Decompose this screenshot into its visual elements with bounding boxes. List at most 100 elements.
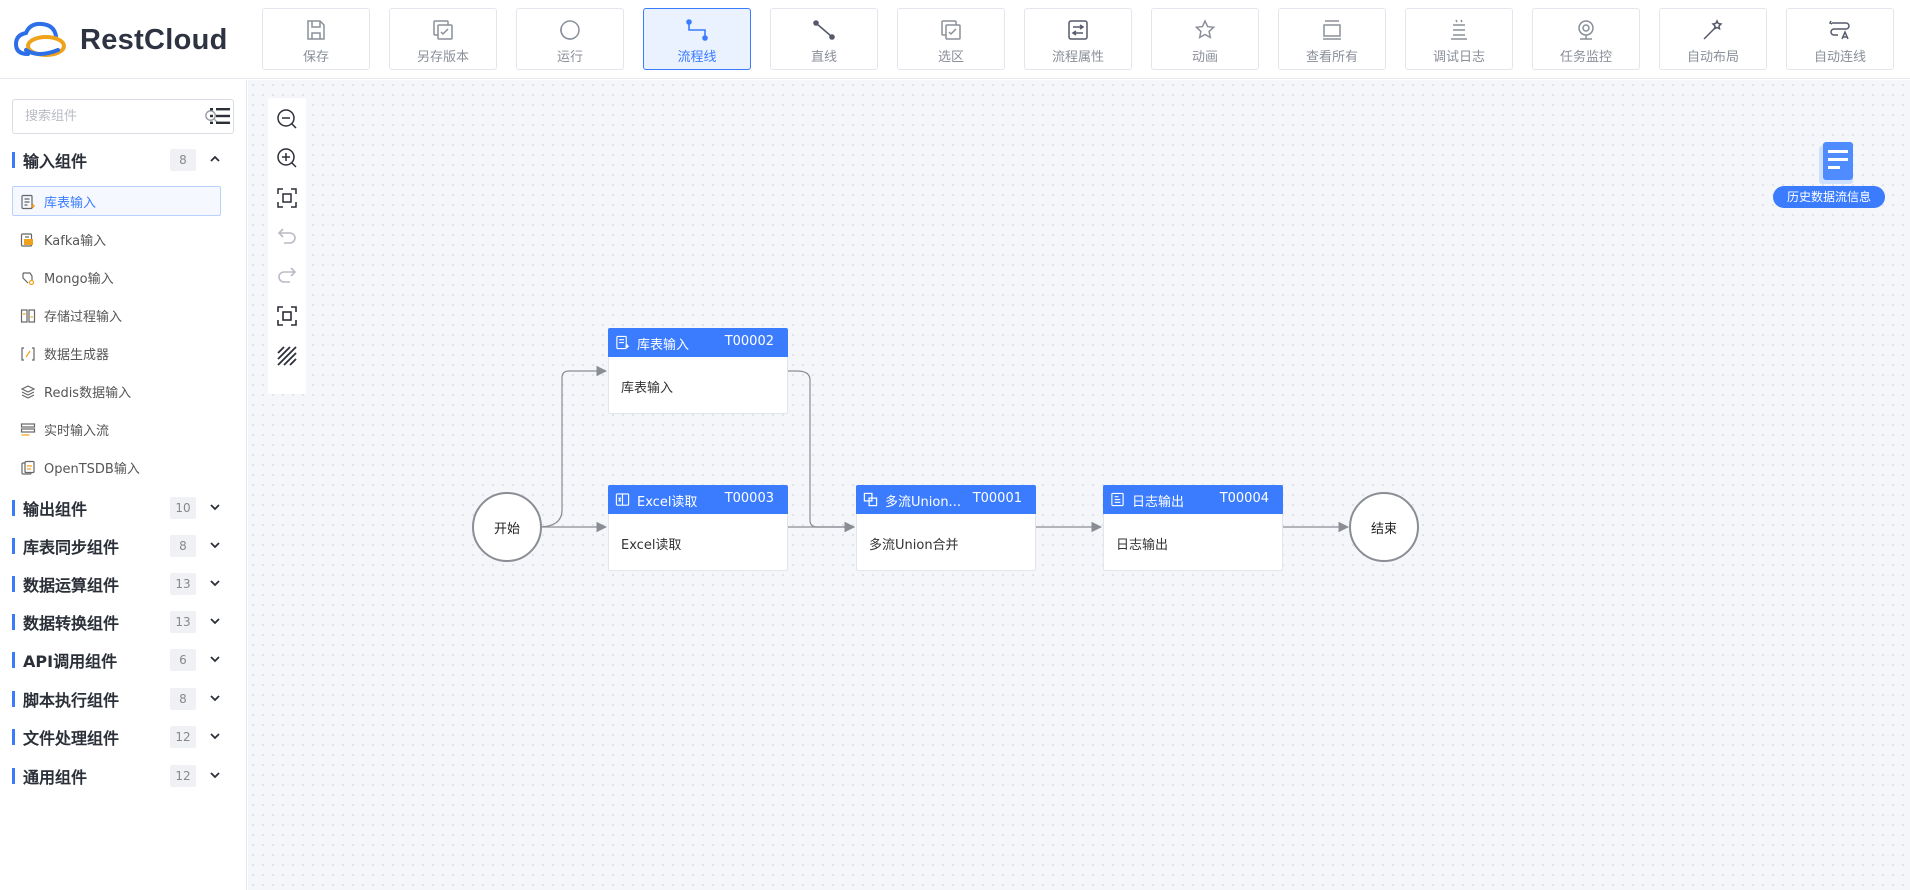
category-marker [12, 691, 15, 707]
component-item-mongo[interactable]: Mongo输入 [12, 262, 221, 292]
category-name: 数据转换组件 [23, 614, 120, 633]
straight-line-icon [813, 20, 835, 40]
flow-node-log-output[interactable]: 日志输出 T00004 日志输出 [1103, 485, 1283, 571]
auto-layout-button[interactable]: 自动布局 [1659, 8, 1767, 70]
flow-properties-button[interactable]: 流程属性 [1024, 8, 1132, 70]
straight-line-label: 直线 [810, 50, 837, 65]
flow-line-icon [686, 19, 708, 41]
category-count-badge: 8 [170, 535, 196, 557]
category-output[interactable]: 输出组件 10 [0, 493, 247, 523]
category-data-transform[interactable]: 数据转换组件 13 [0, 607, 247, 637]
fit-center-icon[interactable] [275, 186, 299, 210]
flow-node-excel-read[interactable]: Excel读取 T00003 Excel读取 [608, 485, 788, 571]
node-title: 库表输入 [637, 338, 690, 353]
start-node[interactable]: 开始 [472, 492, 542, 562]
node-body-text: 日志输出 [1116, 538, 1169, 553]
component-item-label: Mongo输入 [44, 271, 114, 287]
history-dataflow-widget[interactable]: 历史数据流信息 [1773, 140, 1898, 216]
component-item-realtime-stream[interactable]: 实时输入流 [12, 414, 221, 444]
animation-button[interactable]: 动画 [1151, 8, 1259, 70]
flow-line-label: 流程线 [677, 50, 717, 65]
category-count-badge: 6 [170, 649, 196, 671]
end-node[interactable]: 结束 [1349, 492, 1419, 562]
run-button[interactable]: 运行 [516, 8, 624, 70]
category-script-exec[interactable]: 脚本执行组件 8 [0, 684, 247, 714]
flow-properties-label: 流程属性 [1051, 50, 1104, 65]
component-item-label: Redis数据输入 [44, 385, 132, 401]
end-node-label: 结束 [1370, 521, 1397, 537]
flow-node-table-input[interactable]: 库表输入 T00002 库表输入 [608, 328, 788, 414]
view-all-icon [1323, 20, 1341, 40]
category-count-badge: 12 [170, 726, 196, 748]
grid-pattern-icon[interactable] [275, 344, 299, 368]
brand-name: RestCloud [80, 23, 228, 56]
auto-connect-label: 自动连线 [1813, 50, 1866, 65]
component-item-label: 库表输入 [44, 195, 97, 211]
flow-node-union[interactable]: 多流Union... T00001 多流Union合并 [856, 485, 1036, 571]
history-document-icon [1819, 142, 1853, 184]
search-input[interactable] [25, 109, 205, 124]
run-label: 运行 [556, 50, 583, 65]
category-api-call[interactable]: API调用组件 6 [0, 645, 247, 675]
view-all-button[interactable]: 查看所有 [1278, 8, 1386, 70]
save-icon [307, 20, 325, 40]
component-item-data-generator[interactable]: 数据生成器 [12, 338, 221, 368]
component-item-stored-procedure[interactable]: 存储过程输入 [12, 300, 221, 330]
selection-icon [941, 20, 961, 40]
category-count-badge: 8 [170, 149, 196, 171]
fullscreen-fit-icon[interactable] [275, 304, 299, 328]
animation-label: 动画 [1191, 50, 1218, 65]
run-icon [560, 20, 580, 40]
undo-icon[interactable] [275, 225, 299, 249]
straight-line-button[interactable]: 直线 [770, 8, 878, 70]
history-dataflow-button[interactable]: 历史数据流信息 [1773, 186, 1885, 208]
list-icon [210, 108, 230, 124]
edge-table-input-to-union[interactable] [788, 370, 856, 533]
flow-line-button[interactable]: 流程线 [643, 8, 751, 70]
selection-button[interactable]: 选区 [897, 8, 1005, 70]
redo-icon[interactable] [275, 264, 299, 288]
view-all-label: 查看所有 [1305, 50, 1358, 65]
node-id: T00002 [724, 334, 774, 349]
component-item-opentsdb[interactable]: OpenTSDB输入 [12, 452, 221, 482]
stored-procedure-icon [20, 309, 36, 323]
auto-connect-icon [1828, 20, 1850, 40]
component-item-table-input[interactable]: 库表输入 [12, 186, 221, 216]
data-generator-icon [21, 347, 35, 361]
category-table-sync[interactable]: 库表同步组件 8 [0, 531, 247, 561]
node-body-text: 库表输入 [621, 381, 674, 396]
category-data-operation[interactable]: 数据运算组件 13 [0, 569, 247, 599]
chevron-down-icon [210, 542, 220, 549]
selection-label: 选区 [937, 50, 964, 65]
flow-canvas[interactable]: 历史数据流信息 开始 结束 库表输入 T00002 库表输入 Excel读取 T… [248, 80, 1910, 890]
component-item-redis[interactable]: Redis数据输入 [12, 376, 221, 406]
zoom-in-icon[interactable] [275, 146, 299, 170]
edge-start-to-table-input[interactable] [537, 365, 608, 528]
category-general[interactable]: 通用组件 12 [0, 761, 247, 791]
category-marker [12, 500, 15, 516]
zoom-out-icon[interactable] [275, 107, 299, 131]
kafka-icon [20, 233, 33, 247]
list-view-toggle[interactable] [208, 104, 232, 132]
save-label: 保存 [302, 50, 329, 65]
save-version-button[interactable]: 另存版本 [389, 8, 497, 70]
category-input[interactable]: 输入组件 8 [0, 145, 247, 175]
component-item-label: 实时输入流 [44, 423, 110, 439]
category-file-processing[interactable]: 文件处理组件 12 [0, 722, 247, 752]
category-name: 脚本执行组件 [23, 691, 120, 710]
category-name: 通用组件 [23, 768, 88, 787]
auto-connect-button[interactable]: 自动连线 [1786, 8, 1894, 70]
debug-log-button[interactable]: 调试日志 [1405, 8, 1513, 70]
node-id: T00003 [724, 491, 774, 506]
flow-properties-icon [1068, 20, 1088, 40]
cloud-logo-icon [14, 21, 66, 57]
node-body-text: Excel读取 [621, 538, 682, 553]
component-item-kafka[interactable]: Kafka输入 [12, 224, 221, 254]
category-name: 输入组件 [23, 152, 88, 171]
category-count-badge: 13 [170, 611, 196, 633]
node-id: T00004 [1219, 491, 1269, 506]
save-button[interactable]: 保存 [262, 8, 370, 70]
opentsdb-icon [21, 460, 35, 475]
log-icon [1111, 492, 1124, 507]
task-monitor-button[interactable]: 任务监控 [1532, 8, 1640, 70]
